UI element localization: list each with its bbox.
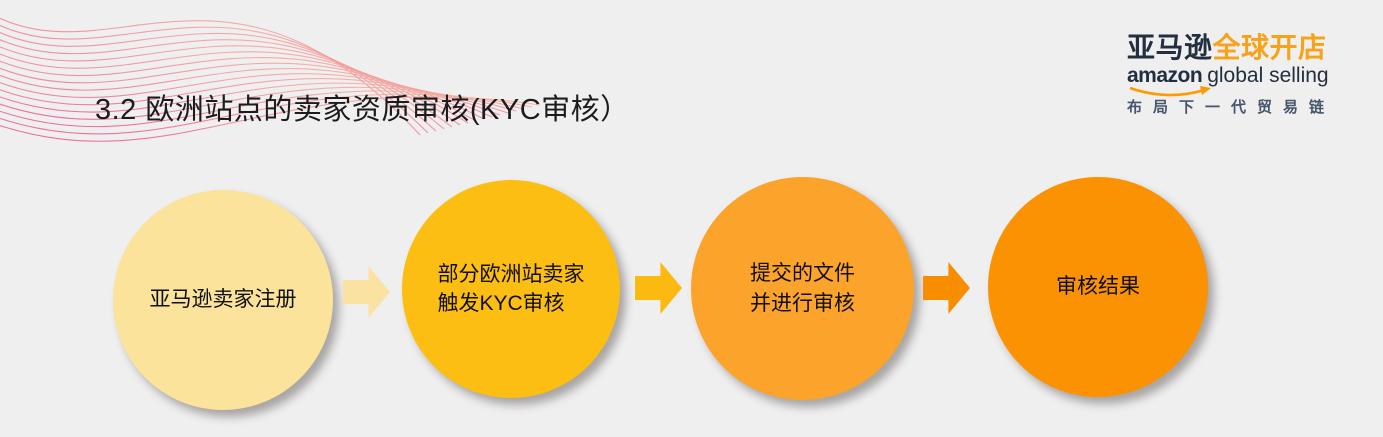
logo-tagline: 布局下一代贸易链	[1127, 99, 1336, 116]
flow-step-4: 审核结果	[988, 177, 1208, 397]
flow-step-1-label: 亚马逊卖家注册	[149, 288, 297, 312]
logo-cn-global-store: 全球开店	[1212, 32, 1327, 63]
flow-step-3-label: 提交的文件 并进行审核	[750, 262, 855, 315]
flow-step-3: 提交的文件 并进行审核	[691, 177, 914, 400]
flow-step-4-label: 审核结果	[1056, 275, 1140, 299]
flow-arrow-3	[923, 262, 970, 314]
flow-step-1: 亚马逊卖家注册	[113, 190, 333, 410]
flow-step-2-label: 部分欧洲站卖家 触发KYC审核	[437, 262, 585, 315]
flow-arrow-2	[635, 262, 682, 314]
logo-global-selling-text: global selling	[1207, 64, 1329, 87]
amazon-wordmark: amazon	[1127, 64, 1203, 87]
logo-cn-amazon: 亚马逊	[1127, 32, 1213, 63]
flow-arrow-1	[343, 266, 390, 318]
amazon-smile-icon	[1129, 86, 1211, 97]
page-title: 3.2 欧洲站点的卖家资质审核(KYC审核）	[95, 94, 630, 126]
logo-chinese-line: 亚马逊全球开店	[1127, 34, 1335, 62]
flow-step-2: 部分欧洲站卖家 触发KYC审核	[402, 180, 620, 398]
